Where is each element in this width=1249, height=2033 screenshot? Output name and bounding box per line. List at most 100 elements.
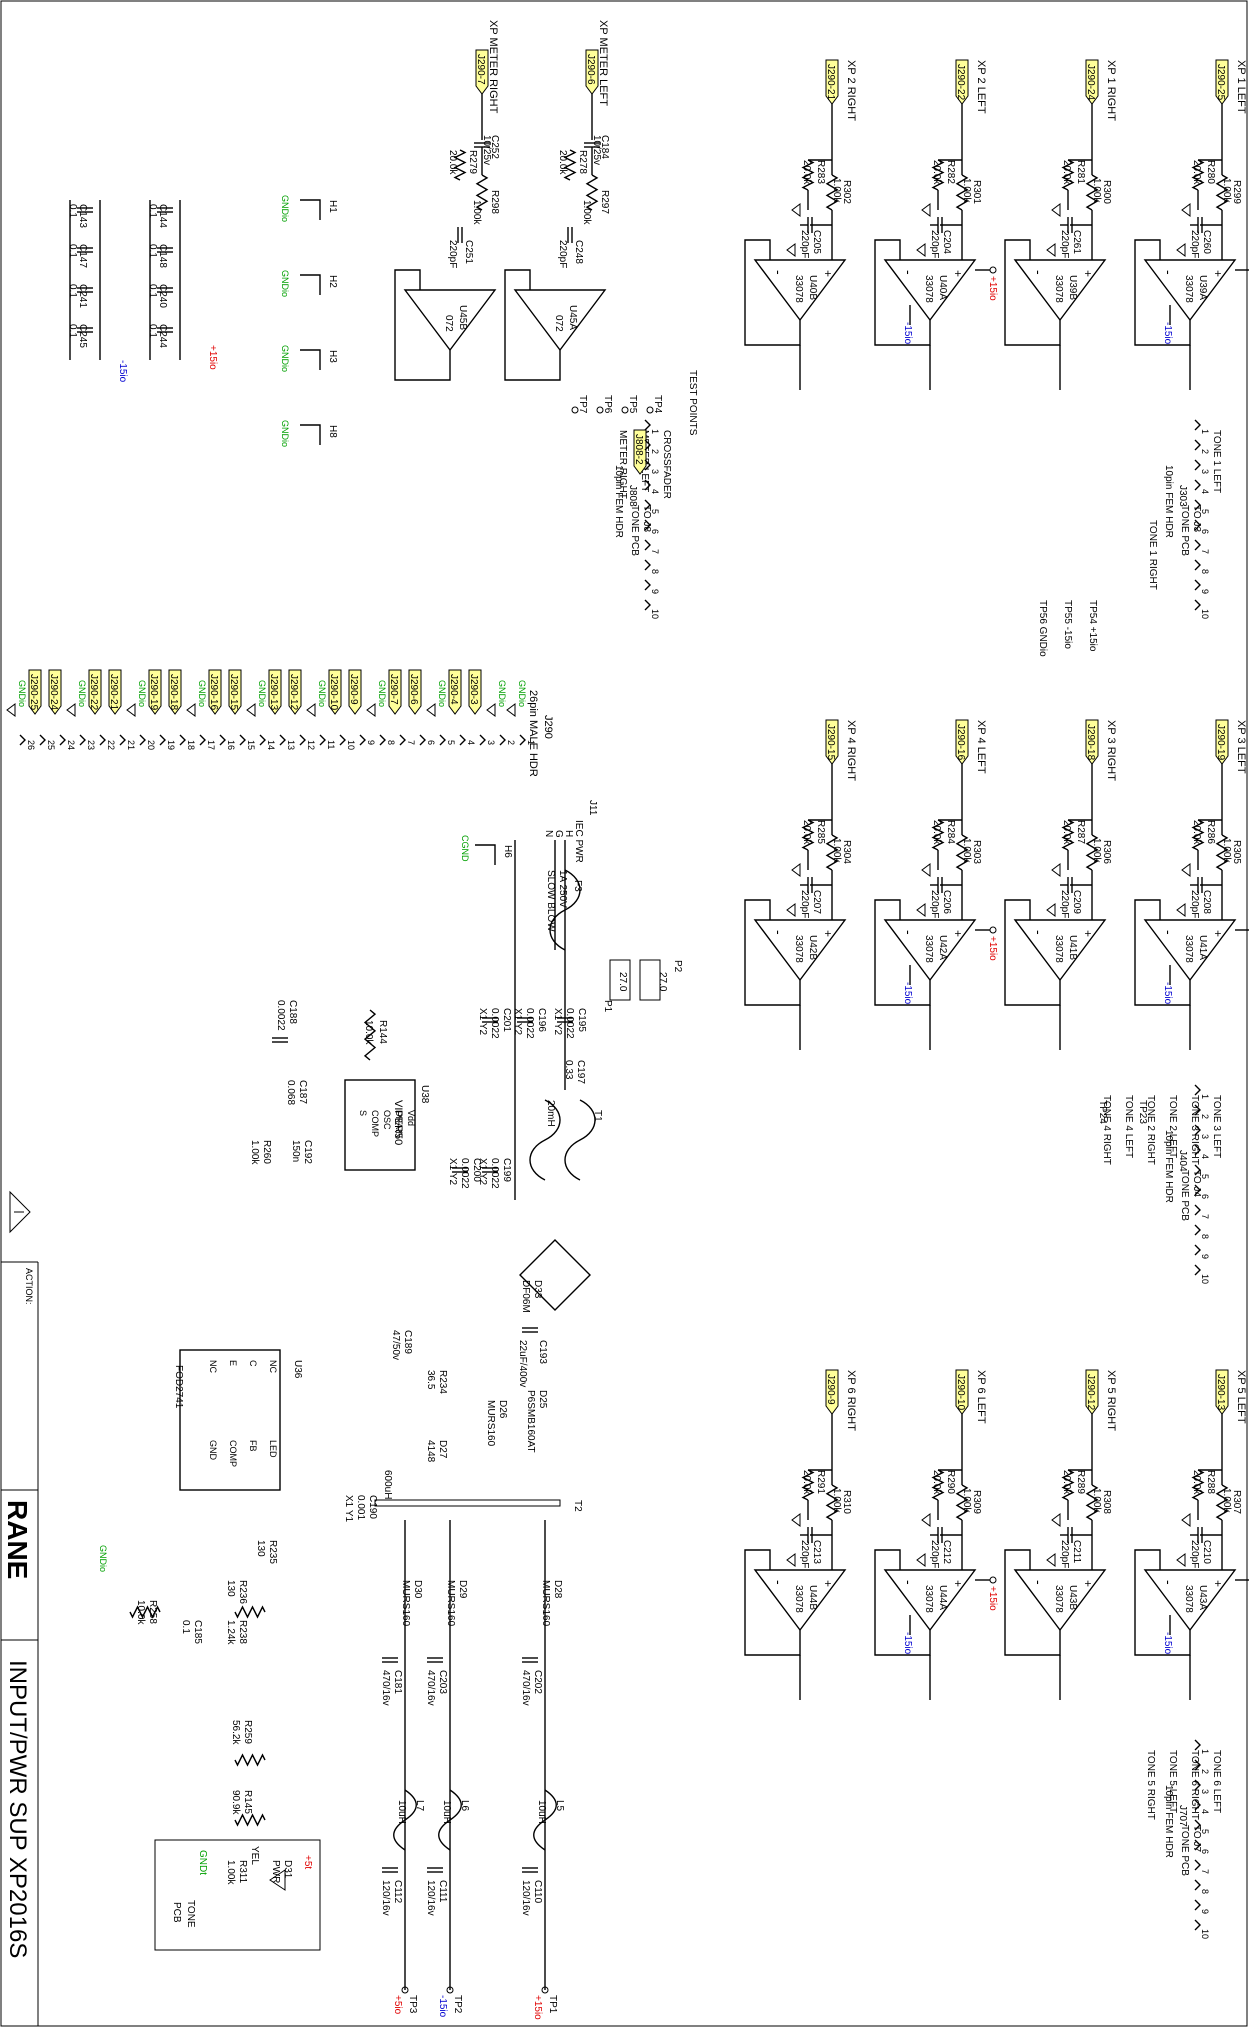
resistor-value: 1.00k	[1091, 1488, 1102, 1513]
ground-icon	[366, 703, 376, 717]
resistor-value: 20.0k	[1191, 1470, 1202, 1495]
resistor-symbol	[1085, 174, 1099, 211]
connector-pin	[644, 459, 651, 471]
capacitor-ref: C261	[1071, 230, 1082, 254]
ground-label: GNDio	[17, 680, 27, 707]
plus-sign: +	[1211, 930, 1225, 937]
resistor-symbol	[931, 819, 945, 851]
choke-symbol	[529, 1099, 561, 1181]
opamp-symbol	[753, 919, 847, 982]
net-flag-label: J290-16	[208, 674, 219, 711]
capacitor-value: 10/25v	[591, 135, 602, 165]
feedback-wire	[1134, 899, 1191, 1006]
capacitor-ref: C240	[157, 284, 168, 308]
pin-number: 2	[1200, 449, 1210, 454]
opamp-part: 33078	[1183, 935, 1194, 963]
resistor-ref: R144	[377, 1020, 388, 1044]
input-label: XP 1 LEFT	[1235, 60, 1247, 114]
component-value: 130	[255, 1540, 266, 1557]
resistor-symbol	[234, 1753, 266, 1767]
capacitor-value: 0.0022	[489, 1158, 500, 1189]
capacitor-value: 0.1	[147, 324, 158, 338]
connector-pin	[219, 734, 226, 746]
header-flag: J290-7	[388, 669, 402, 715]
rail-label: +5io	[392, 1995, 403, 2015]
test-point-label: TP2	[452, 1995, 463, 2014]
pin-number: 19	[166, 740, 176, 750]
plus-sign: +	[821, 270, 835, 277]
ptc-ref: P2	[672, 960, 683, 973]
feedback-wire	[1134, 239, 1191, 346]
plus-sign: +	[1211, 1580, 1225, 1587]
ground-icon	[1051, 203, 1061, 217]
connector-pin	[179, 734, 186, 746]
input-section-xp6: XP 6 LEFTJ290-10R29020.0kR3091.00kC21222…	[744, 1369, 998, 1700]
capacitor-value: 470/16v	[425, 1670, 436, 1706]
minus-sign: -	[901, 930, 917, 935]
component-value: 1.24k	[225, 1620, 236, 1645]
ground-icon	[791, 863, 801, 877]
capacitor-value: 120/16v	[380, 1880, 391, 1916]
connector-pin	[644, 499, 651, 511]
ground-icon	[1181, 1513, 1191, 1527]
capacitor-ref: C195	[576, 1008, 587, 1032]
net-flag-label: J290-10	[328, 674, 339, 711]
rail-label: +15io	[1247, 936, 1249, 961]
capacitor-ref: C187	[297, 1080, 308, 1104]
resistor-ref: R282	[945, 160, 956, 184]
connector-pin	[1194, 539, 1201, 551]
pin-number: 1	[1200, 429, 1210, 434]
rail-label: -15io	[437, 1995, 448, 2018]
capacitor-ref: C196	[536, 1008, 547, 1032]
net-flag-label: J290-3	[468, 674, 479, 705]
component-value: 0.1	[180, 1620, 191, 1634]
minus-sign: -	[771, 930, 787, 935]
capacitor-ref: C197	[575, 1060, 586, 1084]
net-flag-label: J290-6	[408, 674, 419, 705]
opamp-symbol	[403, 289, 497, 352]
header-flag: J290-6	[408, 669, 422, 715]
opamp-part: 33078	[793, 1585, 804, 1613]
pin-number: 23	[86, 740, 96, 750]
resistor-value: 1.00k	[1091, 838, 1102, 863]
component-ref: R259	[242, 1720, 253, 1744]
header-flag: J290-19	[148, 669, 162, 715]
connector-pin	[439, 734, 446, 746]
net-flag-label: J290-22	[955, 64, 966, 101]
header-flag: J290-25	[28, 669, 42, 715]
choke-value: 20mH	[545, 1100, 556, 1127]
component-value: 130	[225, 1580, 236, 1597]
resistor-symbol	[825, 1484, 839, 1521]
test-point-label: TP7	[577, 395, 588, 414]
capacitor-ref: C143	[77, 204, 88, 228]
capacitor-value: X1 Y2	[512, 1008, 523, 1035]
connector-target: TONE PCB	[1179, 1170, 1190, 1221]
connector-pin	[339, 734, 346, 746]
net-flag-label: J290-4	[448, 674, 459, 705]
input-label: XP 4 LEFT	[975, 720, 987, 774]
pin-number: 10	[1200, 1274, 1210, 1284]
input-label: XP 6 RIGHT	[845, 1370, 857, 1431]
resistor-symbol	[234, 1605, 266, 1619]
resistor-value: 20.0k	[1061, 820, 1072, 845]
resistor-ref: R288	[1205, 1470, 1216, 1494]
capacitor-ref: C190	[367, 1495, 378, 1519]
pin-number: 8	[650, 569, 660, 574]
rail-label: +15io	[1247, 1586, 1249, 1611]
connector-pin	[1194, 1224, 1201, 1236]
resistor-symbol	[234, 1813, 266, 1827]
resistor-symbol	[1061, 1469, 1075, 1501]
component-ref: R238	[237, 1620, 248, 1644]
resistor-symbol	[1061, 159, 1075, 191]
input-label: XP 3 LEFT	[1235, 720, 1247, 774]
connector-pin	[644, 519, 651, 531]
header-desc: 26pin MALE HDR	[527, 690, 539, 777]
connector-ref: J808	[627, 485, 638, 507]
opto-ic	[179, 1349, 281, 1491]
diode-ref: D27	[437, 1440, 448, 1459]
opamp-symbol	[1143, 259, 1237, 322]
ptc-symbol	[639, 959, 661, 1001]
capacitor-value: 220pF	[1189, 890, 1200, 918]
